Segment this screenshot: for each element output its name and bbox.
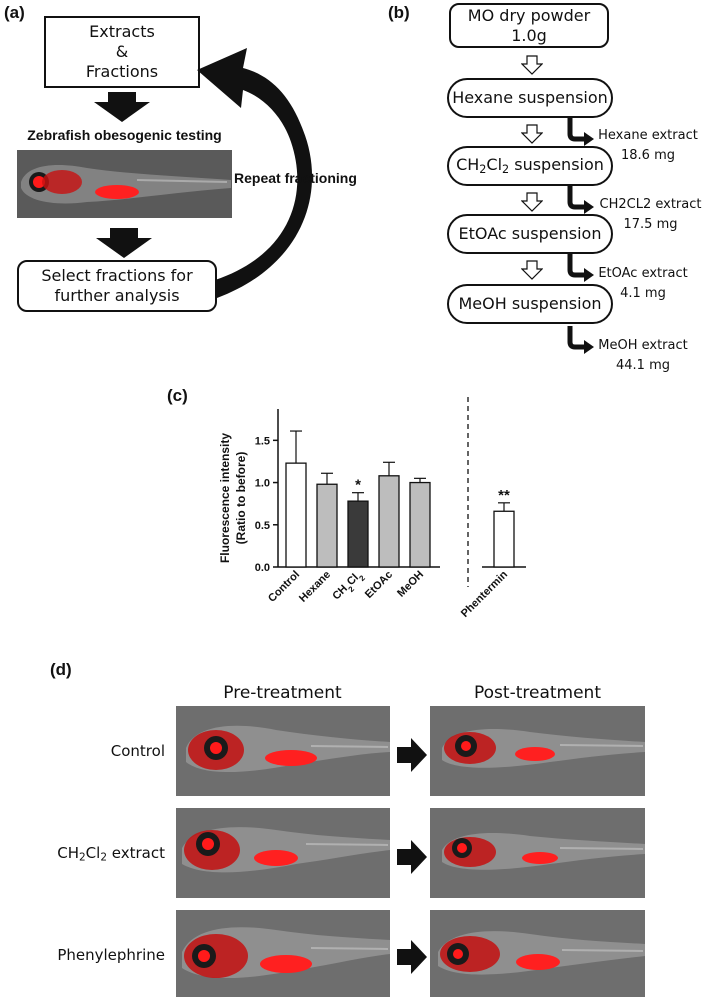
hexane-extract-mass: 18.6 mg (621, 147, 675, 163)
significance-label: * (355, 477, 361, 494)
bar (378, 475, 400, 568)
further-analysis-text: further analysis (54, 286, 180, 305)
repeat-fractioning-label: Repeat fractioning (234, 170, 357, 186)
extracts-fractions-box: Extracts & Fractions (44, 16, 200, 88)
hexane-suspension-text: Hexane suspension (452, 88, 608, 107)
meoh-suspension-text: MeOH suspension (458, 294, 602, 313)
ch2cl2-suspension-box: CH2Cl2 suspension (447, 146, 613, 186)
bent-arrow-icon (567, 326, 594, 354)
select-fractions-text: Select fractions for (41, 266, 193, 285)
hexane-suspension-box: Hexane suspension (447, 78, 613, 118)
ch2cl2-post-image (430, 808, 645, 898)
bar (285, 462, 307, 568)
row-label-ch2cl2-extract: CH2Cl2 extract (57, 844, 165, 864)
down-arrow-icon (96, 228, 152, 258)
bar (316, 483, 338, 568)
etoac-extract-name: EtOAc extract (598, 266, 688, 281)
y-tick-label: 1.5 (255, 435, 270, 447)
mo-dry-powder-box: MO dry powder 1.0g (449, 3, 609, 48)
right-arrow-icon (397, 840, 427, 874)
ch2cl2-extract-label: CH2CL2 extract 17.5 mg (593, 195, 708, 234)
panel-a-label: (a) (4, 3, 25, 22)
phenylephrine-post-image (430, 910, 645, 997)
bent-arrow-icon (567, 254, 594, 282)
meoh-suspension-box: MeOH suspension (447, 284, 613, 324)
panel-d-label: (d) (50, 660, 72, 679)
etoac-suspension-box: EtOAc suspension (447, 214, 613, 254)
mo-mass-text: 1.0g (511, 25, 547, 45)
extracts-text: Extracts (89, 22, 155, 41)
ch2cl2-suspension-text: CH2Cl2 suspension (456, 155, 604, 176)
pre-treatment-header: Pre-treatment (223, 683, 342, 703)
significance-label: ** (498, 487, 510, 504)
repeat-curved-arrow-icon (197, 48, 313, 298)
down-arrow-icon (94, 92, 150, 122)
category-label: Control (266, 569, 302, 605)
etoac-extract-mass: 4.1 mg (620, 285, 666, 301)
zebrafish-testing-title: Zebrafish obesogenic testing (27, 127, 222, 143)
zebrafish-test-image (17, 150, 232, 218)
right-arrow-icon (397, 940, 427, 974)
phenylephrine-pre-image (176, 910, 390, 997)
bent-arrow-icon (567, 186, 594, 214)
right-arrow-icon (397, 738, 427, 772)
panel-b-label: (b) (388, 3, 410, 22)
y-tick-label: 0.0 (255, 562, 270, 574)
hollow-down-arrow-icon (521, 55, 543, 75)
category-label: CH2Cl2 (330, 568, 367, 605)
post-treatment-header: Post-treatment (474, 683, 601, 703)
hollow-down-arrow-icon (521, 260, 543, 280)
hollow-down-arrow-icon (521, 192, 543, 212)
y-tick-label: 1.0 (255, 478, 270, 490)
mo-dry-powder-text: MO dry powder (467, 5, 591, 25)
hollow-down-arrow-icon (521, 124, 543, 144)
meoh-extract-name: MeOH extract (598, 338, 688, 353)
meoh-extract-mass: 44.1 mg (616, 357, 670, 373)
hexane-extract-label: Hexane extract 18.6 mg (593, 126, 703, 165)
bar (493, 510, 515, 568)
ch2cl2-extract-mass: 17.5 mg (623, 216, 678, 232)
category-label: Phentermin (459, 568, 510, 619)
bar (409, 481, 431, 568)
etoac-extract-label: EtOAc extract 4.1 mg (593, 264, 693, 303)
ch2cl2-pre-image (176, 808, 390, 898)
category-label: MeOH (395, 569, 426, 600)
control-pre-image (176, 706, 390, 796)
meoh-extract-label: MeOH extract 44.1 mg (593, 336, 693, 375)
hexane-extract-name: Hexane extract (598, 128, 698, 143)
y-tick-label: 0.5 (255, 520, 270, 532)
category-label: EtOAc (363, 569, 395, 601)
category-label: Hexane (297, 569, 333, 605)
etoac-suspension-text: EtOAc suspension (458, 224, 602, 243)
panel-c-label: (c) (167, 386, 188, 405)
row-label-phenylephrine: Phenylephrine (57, 946, 165, 964)
bar (347, 500, 369, 568)
ampersand-text: & (115, 42, 129, 61)
bent-arrow-icon (567, 118, 594, 146)
select-fractions-box: Select fractions for further analysis (17, 260, 217, 312)
row-label-control: Control (110, 742, 165, 760)
control-post-image (430, 706, 645, 796)
ch2cl2-extract-name: CH2CL2 extract (599, 197, 702, 212)
fractions-text: Fractions (85, 62, 159, 81)
